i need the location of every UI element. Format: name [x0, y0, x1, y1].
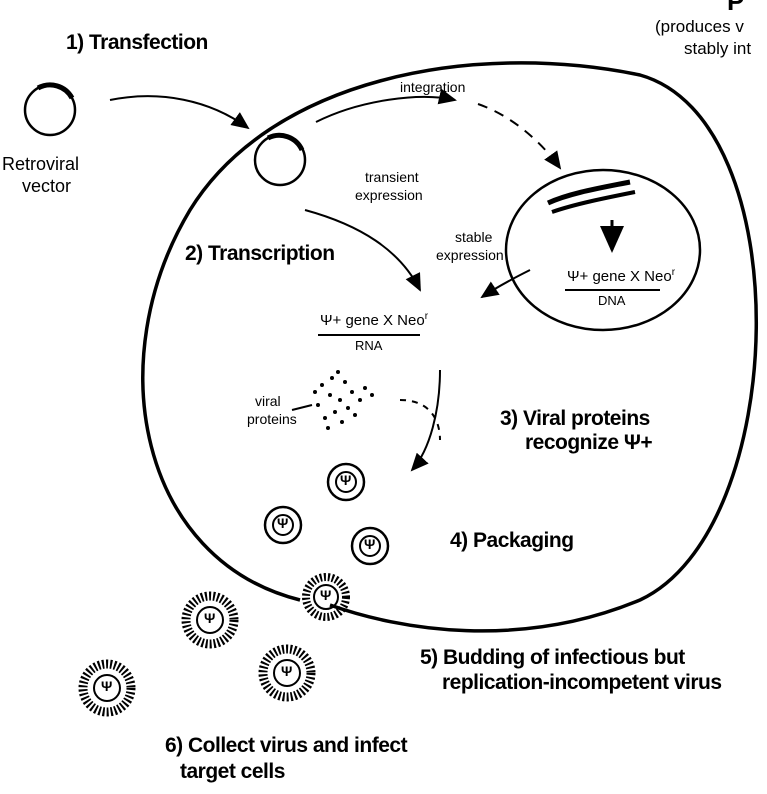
- step-collect-line1: 6) Collect virus and infect: [165, 735, 407, 757]
- stable-expression-label-line1: stable: [455, 230, 492, 245]
- stable-expression-arrow: [482, 270, 530, 297]
- virion-symbol-1: Ψ: [340, 473, 351, 488]
- dna-resistance-superscript: r: [672, 267, 675, 278]
- step-viral-proteins-line1: 3) Viral proteins: [500, 408, 650, 430]
- header-subtitle-line1: (produces v: [655, 18, 744, 36]
- virion-symbol-4: Ψ: [320, 588, 331, 603]
- integration-arrow-2: [478, 104, 560, 168]
- virion-symbol-7: Ψ: [101, 679, 112, 694]
- transient-expression-label-line1: transient: [365, 170, 419, 185]
- rna-construct-label: Ψ+ gene X Neor: [320, 312, 428, 329]
- integration-arrow: [316, 97, 455, 122]
- step-viral-proteins-line2: recognize Ψ+: [525, 432, 652, 454]
- integration-label: integration: [400, 80, 465, 95]
- header-subtitle-line2: stably int: [684, 40, 751, 58]
- transfected-plasmid: [255, 135, 305, 185]
- step-transcription: 2) Transcription: [185, 243, 335, 265]
- rna-type-label: RNA: [355, 339, 382, 353]
- viral-proteins-label-line1: viral: [255, 394, 281, 409]
- retroviral-vector-label-line2: vector: [22, 177, 71, 196]
- viral-proteins-cluster: [313, 370, 374, 430]
- virion-symbol-2: Ψ: [277, 516, 288, 531]
- header-title-fragment: P: [727, 0, 744, 15]
- step-collect-line2: target cells: [180, 761, 285, 783]
- rna-resistance-superscript: r: [425, 311, 428, 322]
- step-budding-line2: replication-incompetent virus: [442, 672, 722, 694]
- retroviral-vector-plasmid: [25, 85, 75, 135]
- rna-to-packaging-arrow: [412, 370, 440, 470]
- transient-expression-label-line2: expression: [355, 188, 423, 203]
- chromosome-icon: [548, 182, 635, 212]
- retroviral-vector-label-line1: Retroviral: [2, 155, 79, 174]
- virion-symbol-5: Ψ: [204, 611, 215, 626]
- viral-proteins-label-line2: proteins: [247, 412, 297, 427]
- viral-proteins-pointer: [292, 405, 312, 410]
- transfection-arrow: [110, 96, 248, 128]
- step-transfection: 1) Transfection: [66, 32, 208, 54]
- dna-construct-label: Ψ+ gene X Neor: [567, 268, 675, 285]
- dna-type-label: DNA: [598, 294, 625, 308]
- virion-symbol-6: Ψ: [281, 664, 292, 679]
- virion-symbol-3: Ψ: [364, 537, 375, 552]
- stable-expression-label-line2: expression: [436, 248, 504, 263]
- step-budding-line1: 5) Budding of infectious but: [420, 647, 685, 669]
- step-packaging: 4) Packaging: [450, 530, 574, 552]
